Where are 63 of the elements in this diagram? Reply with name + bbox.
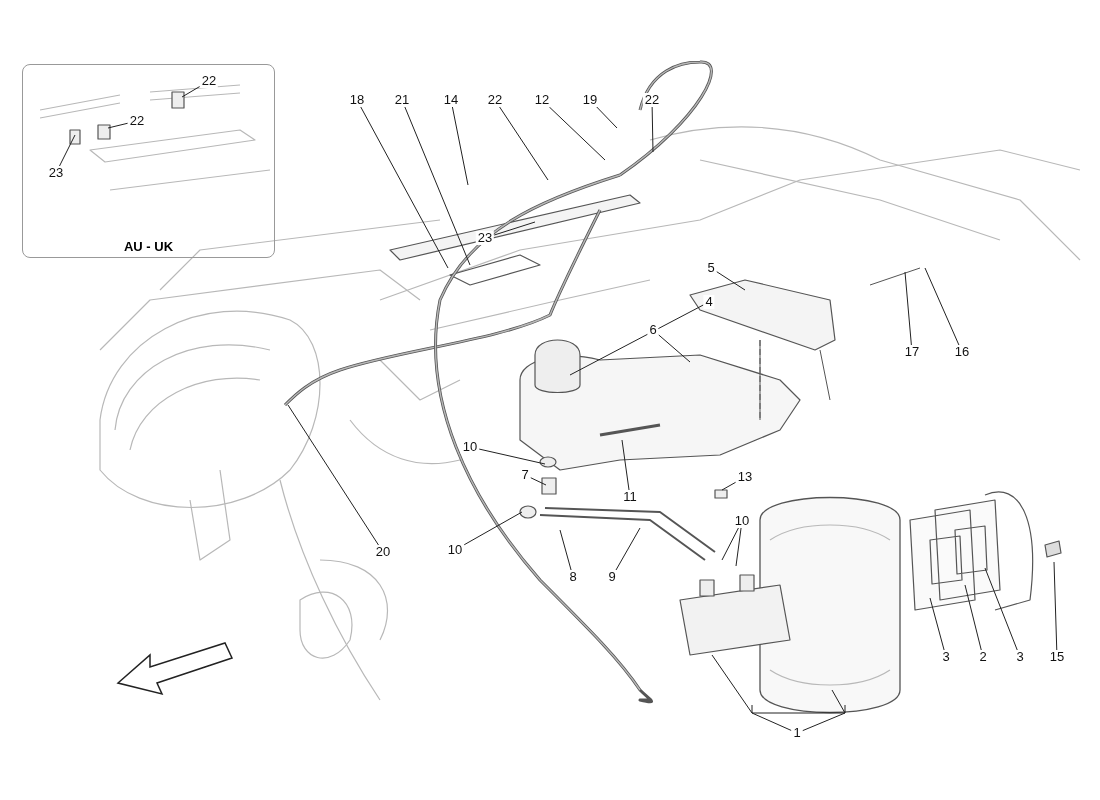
leader-line xyxy=(904,271,912,346)
callout-number: 23 xyxy=(46,166,66,180)
callout-number: 6 xyxy=(647,323,659,337)
leader-line xyxy=(711,654,792,731)
callout-number: 22 xyxy=(199,74,219,88)
callout-number: 20 xyxy=(373,545,393,559)
leader-line xyxy=(716,271,746,291)
callout-number: 10 xyxy=(460,440,480,454)
callout-number: 17 xyxy=(902,345,922,359)
leader-line xyxy=(964,584,982,651)
callout-number: 13 xyxy=(735,470,755,484)
callout-number: 1 xyxy=(791,726,803,740)
leader-line xyxy=(499,106,549,181)
callout-number: 22 xyxy=(127,114,147,128)
callout-number: 5 xyxy=(705,261,717,275)
callout-number: 21 xyxy=(392,93,412,107)
callout-number: 3 xyxy=(1014,650,1026,664)
callout-number: 22 xyxy=(485,93,505,107)
leader-line xyxy=(530,477,547,486)
leader-line xyxy=(929,597,945,651)
leader-line xyxy=(360,106,449,269)
leader-line xyxy=(569,304,704,376)
leader-line xyxy=(984,567,1018,651)
leader-line xyxy=(735,527,742,567)
callout-number: 22 xyxy=(642,93,662,107)
leader-line xyxy=(1053,561,1058,651)
leader-line xyxy=(924,267,960,346)
callout-number: 2 xyxy=(977,650,989,664)
leader-line xyxy=(651,106,654,153)
callout-number: 4 xyxy=(703,295,715,309)
leader-line xyxy=(107,122,129,129)
leader-line xyxy=(658,334,691,363)
leader-line xyxy=(287,404,379,546)
callout-number: 7 xyxy=(519,468,531,482)
leader-line xyxy=(478,448,546,465)
callout-number: 12 xyxy=(532,93,552,107)
inset-panel xyxy=(22,64,275,258)
callout-number: 23 xyxy=(475,231,495,245)
callout-number: 18 xyxy=(347,93,367,107)
leader-line xyxy=(802,689,846,732)
callout-number: 16 xyxy=(952,345,972,359)
leader-line xyxy=(548,106,606,161)
leader-line xyxy=(615,527,641,571)
leader-line xyxy=(621,439,630,491)
leader-line xyxy=(463,511,523,546)
leader-line xyxy=(181,85,201,98)
leader-line xyxy=(559,529,572,571)
callout-number: 10 xyxy=(445,543,465,557)
callout-number: 19 xyxy=(580,93,600,107)
callout-number: 9 xyxy=(606,570,618,584)
leader-line xyxy=(451,106,469,186)
leader-line xyxy=(721,481,737,491)
callout-number: 3 xyxy=(940,650,952,664)
callout-number: 11 xyxy=(621,490,639,504)
leader-line xyxy=(59,134,76,167)
leader-line xyxy=(596,106,618,129)
callout-number: 10 xyxy=(732,514,752,528)
leader-line xyxy=(493,221,536,236)
callout-number: 15 xyxy=(1047,650,1067,664)
leader-line xyxy=(404,106,471,266)
leader-line xyxy=(721,527,739,561)
callout-number: 14 xyxy=(441,93,461,107)
callout-number: 8 xyxy=(567,570,579,584)
